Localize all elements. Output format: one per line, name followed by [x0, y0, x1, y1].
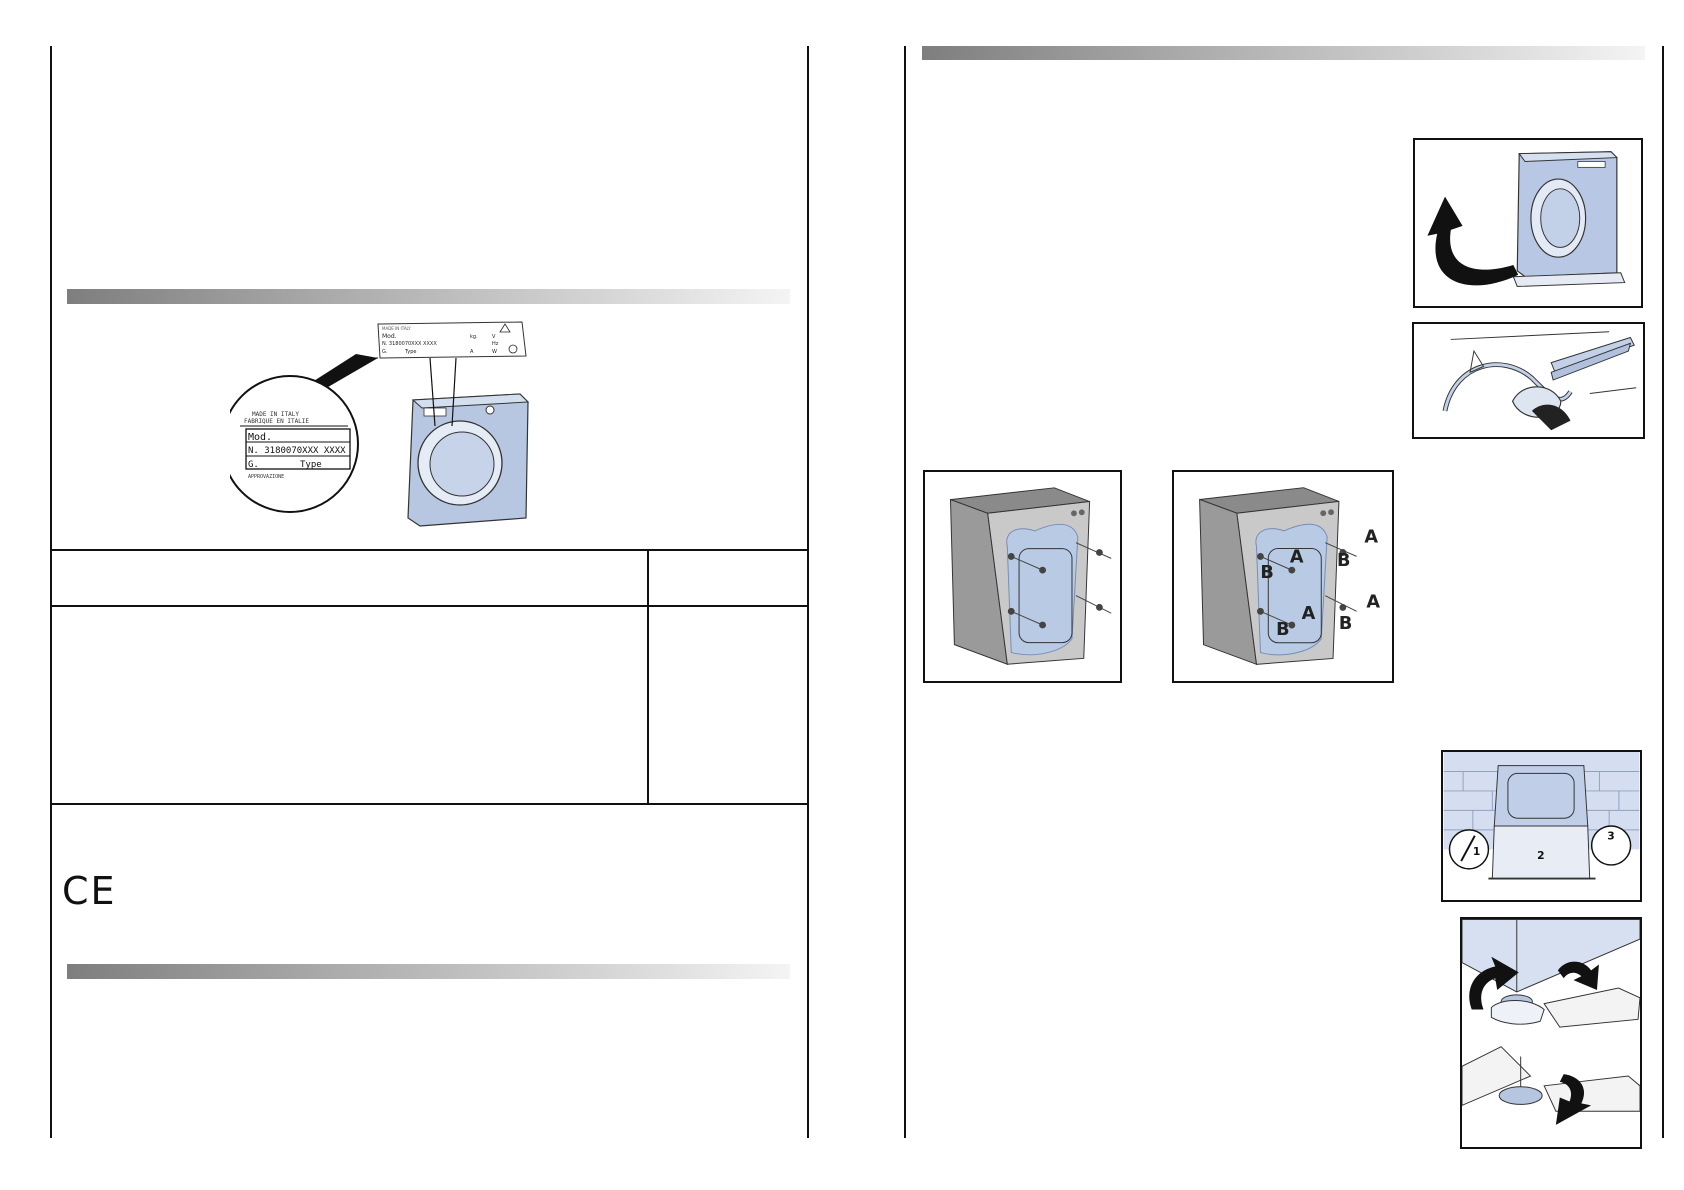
left-page-left-rule [50, 46, 52, 1138]
plate-line-w: W [492, 349, 497, 355]
zoom-line-made: MADE IN ITALY [252, 411, 299, 418]
label-a-4: A [1366, 592, 1380, 612]
zoom-line-n: N. 3180070XXX XXXX [248, 446, 346, 456]
label-b-4: B [1339, 614, 1352, 634]
plate-line-n: N. 3180070XXX XXXX [382, 341, 437, 347]
label-step-1: 1 [1473, 845, 1480, 858]
figure-rear-bolts [923, 470, 1122, 683]
zoom-line-mod: Mod. [248, 432, 272, 443]
plate-line-made: MADE IN ITALY [382, 326, 411, 331]
right-page-right-rule [1662, 46, 1664, 1138]
label-a-1: A [1290, 547, 1304, 567]
table-top-rule [50, 549, 809, 551]
plate-line-v: V [492, 334, 496, 340]
label-b-2: B [1337, 551, 1350, 571]
section-bar-right-header [922, 46, 1645, 60]
plate-line-hz: Hz [492, 341, 499, 347]
figure-tilt-machine [1413, 138, 1643, 308]
figure-adjust-feet [1460, 917, 1642, 1149]
label-a-3: A [1302, 604, 1316, 624]
left-page-right-rule [807, 46, 809, 1138]
plate-line-type: Type [404, 349, 416, 355]
label-b-1: B [1260, 563, 1273, 583]
zoom-line-type: Type [300, 460, 322, 470]
zoom-line-approvazione: APPROVAZIONE [248, 474, 284, 480]
table-header-rule [50, 605, 809, 607]
table-column-rule [647, 549, 649, 805]
zoom-line-g: G. [248, 460, 259, 470]
label-step-3: 3 [1607, 830, 1614, 843]
section-bar-bottom-left [67, 964, 790, 979]
ce-mark: CE [62, 869, 117, 913]
figure-level-wall: 1 2 3 [1441, 750, 1642, 902]
zoom-line-fabrique: FABRIQUE EN ITALIE [244, 418, 309, 425]
section-bar-rating-plate [67, 289, 790, 304]
figure-rear-spacers: A B A B A B A B [1172, 470, 1394, 683]
figure-cut-tie [1412, 322, 1645, 439]
label-step-2: 2 [1537, 849, 1544, 862]
right-page-left-rule [904, 46, 906, 1138]
rating-plate-figure: MADE IN ITALY Mod. N. 3180070XXX XXXX G.… [221, 318, 540, 530]
plate-line-mod: Mod. [382, 333, 397, 340]
plate-line-kg: kg. [470, 334, 478, 340]
label-b-3: B [1276, 620, 1289, 640]
plate-line-a: A [470, 349, 474, 355]
plate-line-g: G. [382, 349, 388, 355]
label-a-2: A [1364, 528, 1378, 548]
table-bottom-rule [50, 803, 809, 805]
